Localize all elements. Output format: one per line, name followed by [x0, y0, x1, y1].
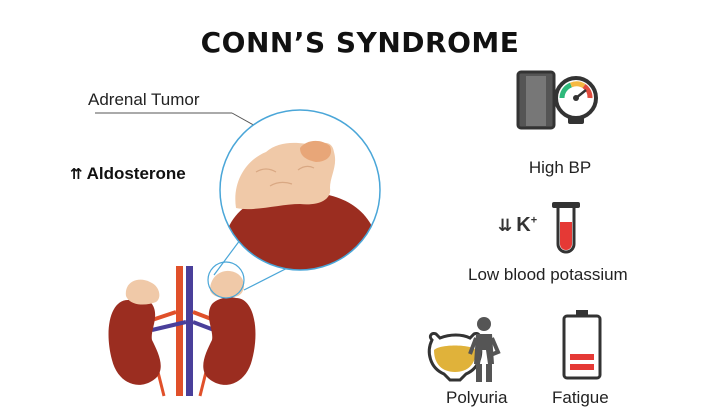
decrease-arrows-icon: ⇊: [498, 216, 512, 235]
low-battery-icon: [562, 310, 602, 380]
bladder-icon: [427, 332, 483, 382]
zoomed-kidney-top: [222, 192, 380, 270]
left-kidney: [108, 298, 161, 385]
right-adrenal-gland: [210, 270, 244, 298]
blood-pressure-monitor-icon: [516, 70, 598, 130]
low-potassium-label: Low blood potassium: [468, 265, 628, 284]
high-bp-label: High BP: [528, 158, 592, 177]
fatigue-label: Fatigue: [552, 388, 609, 407]
aldosterone-text: Aldosterone: [86, 164, 186, 183]
left-adrenal-gland: [125, 279, 160, 305]
aldosterone-label: ⇈Aldosterone: [70, 164, 186, 184]
test-tube-icon: [552, 202, 580, 254]
person-icon: [468, 317, 501, 382]
zoomed-adrenal-view: [220, 110, 380, 270]
polyuria-label: Polyuria: [446, 388, 508, 407]
tumor-nodule: [300, 140, 332, 162]
vena-cava: [186, 266, 193, 396]
increase-arrows-icon: ⇈: [70, 166, 83, 183]
page-title: CONN’S SYNDROME: [200, 26, 520, 59]
aorta: [176, 266, 183, 396]
potassium-symbol: K: [516, 214, 531, 236]
right-kidney: [203, 297, 256, 385]
adrenal-highlight-circle: [207, 261, 245, 299]
potassium-indicator: ⇊K+: [498, 214, 537, 237]
potassium-charge: +: [530, 214, 538, 227]
kidneys: [108, 261, 256, 397]
adrenal-tumor-label: Adrenal Tumor: [88, 90, 200, 109]
zoom-circle: [219, 109, 381, 271]
